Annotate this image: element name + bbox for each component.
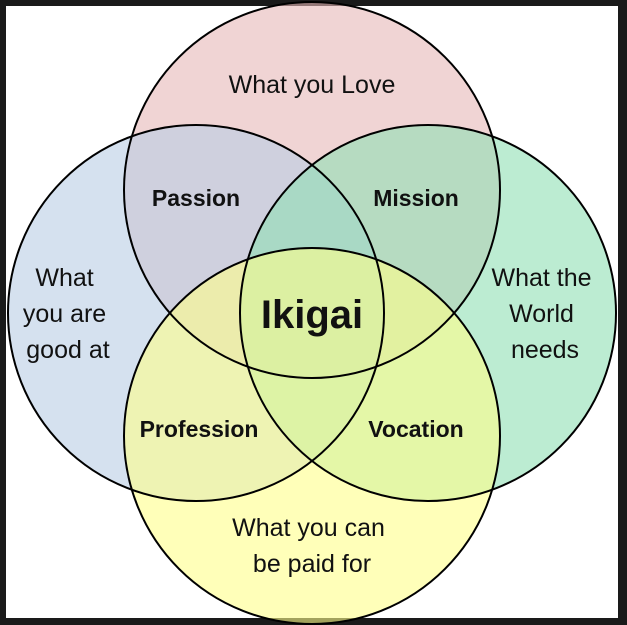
label-what-the-world-needs: What the World needs [491,264,598,364]
circle-labels: What you Love What you are good at What … [23,71,598,578]
outline-what-the-world-needs [239,124,617,502]
label-profession: Profession [140,416,259,442]
label-what-you-love: What you Love [229,71,396,99]
label-vocation: Vocation [368,416,463,442]
label-what-you-can-be-paid-for: What you can be paid for [232,514,392,578]
outline-what-you-love [123,1,501,379]
label-what-you-are-good-at: What you are good at [23,264,113,364]
label-ikigai-center: Ikigai [261,293,363,337]
outline-what-you-can-be-paid-for [123,247,501,625]
venn-circles [7,1,617,625]
label-passion: Passion [152,185,240,211]
circle-what-you-can-be-paid-for [124,248,500,624]
overlap-labels: Passion Mission Profession Vocation [140,185,464,442]
outline-what-you-are-good-at [7,124,385,502]
label-mission: Mission [373,185,459,211]
